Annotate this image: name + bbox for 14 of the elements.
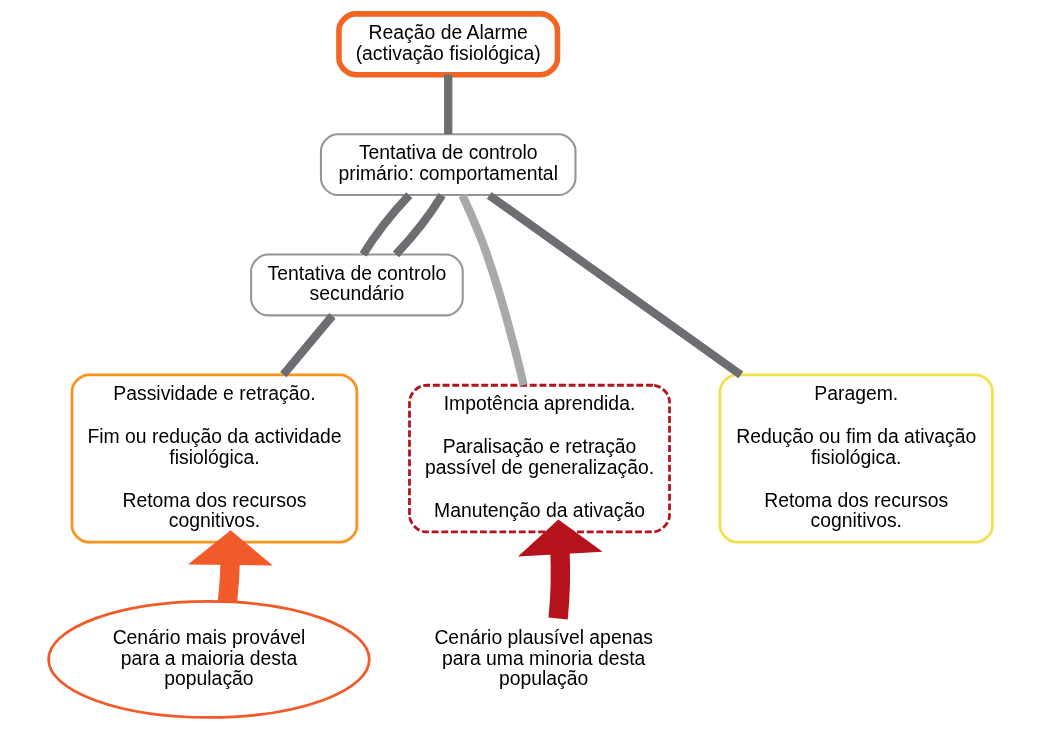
node-box: Impotência aprendida. Paralisação e retração passível de generalização. Manutenção da ativação: [407, 383, 671, 534]
connector: [458, 193, 528, 387]
node-box: Paragem. Redução ou fim da ativação fisiológica. Retoma dos recursos cognitivos.: [718, 373, 994, 544]
connector: [443, 74, 452, 135]
arrow: [517, 519, 603, 620]
connector: [279, 313, 336, 378]
node-ellipse: Cenário mais provável para a maioria desta população: [46, 600, 371, 719]
node-text: Cenário plausível apenas para uma minoria desta população: [433, 625, 653, 690]
arrow: [187, 530, 273, 603]
node-box: Passividade e retração. Fim ou redução da actividade fisiológica. Retoma dos recursos cognitivos.: [70, 373, 358, 544]
node-box: Tentativa de controlo secundário: [249, 253, 464, 317]
node-box: Reação de Alarme (activação fisiológica): [335, 11, 560, 78]
node-box: Tentativa de controlo primário: comportamental: [319, 133, 576, 197]
connector: [486, 191, 743, 379]
